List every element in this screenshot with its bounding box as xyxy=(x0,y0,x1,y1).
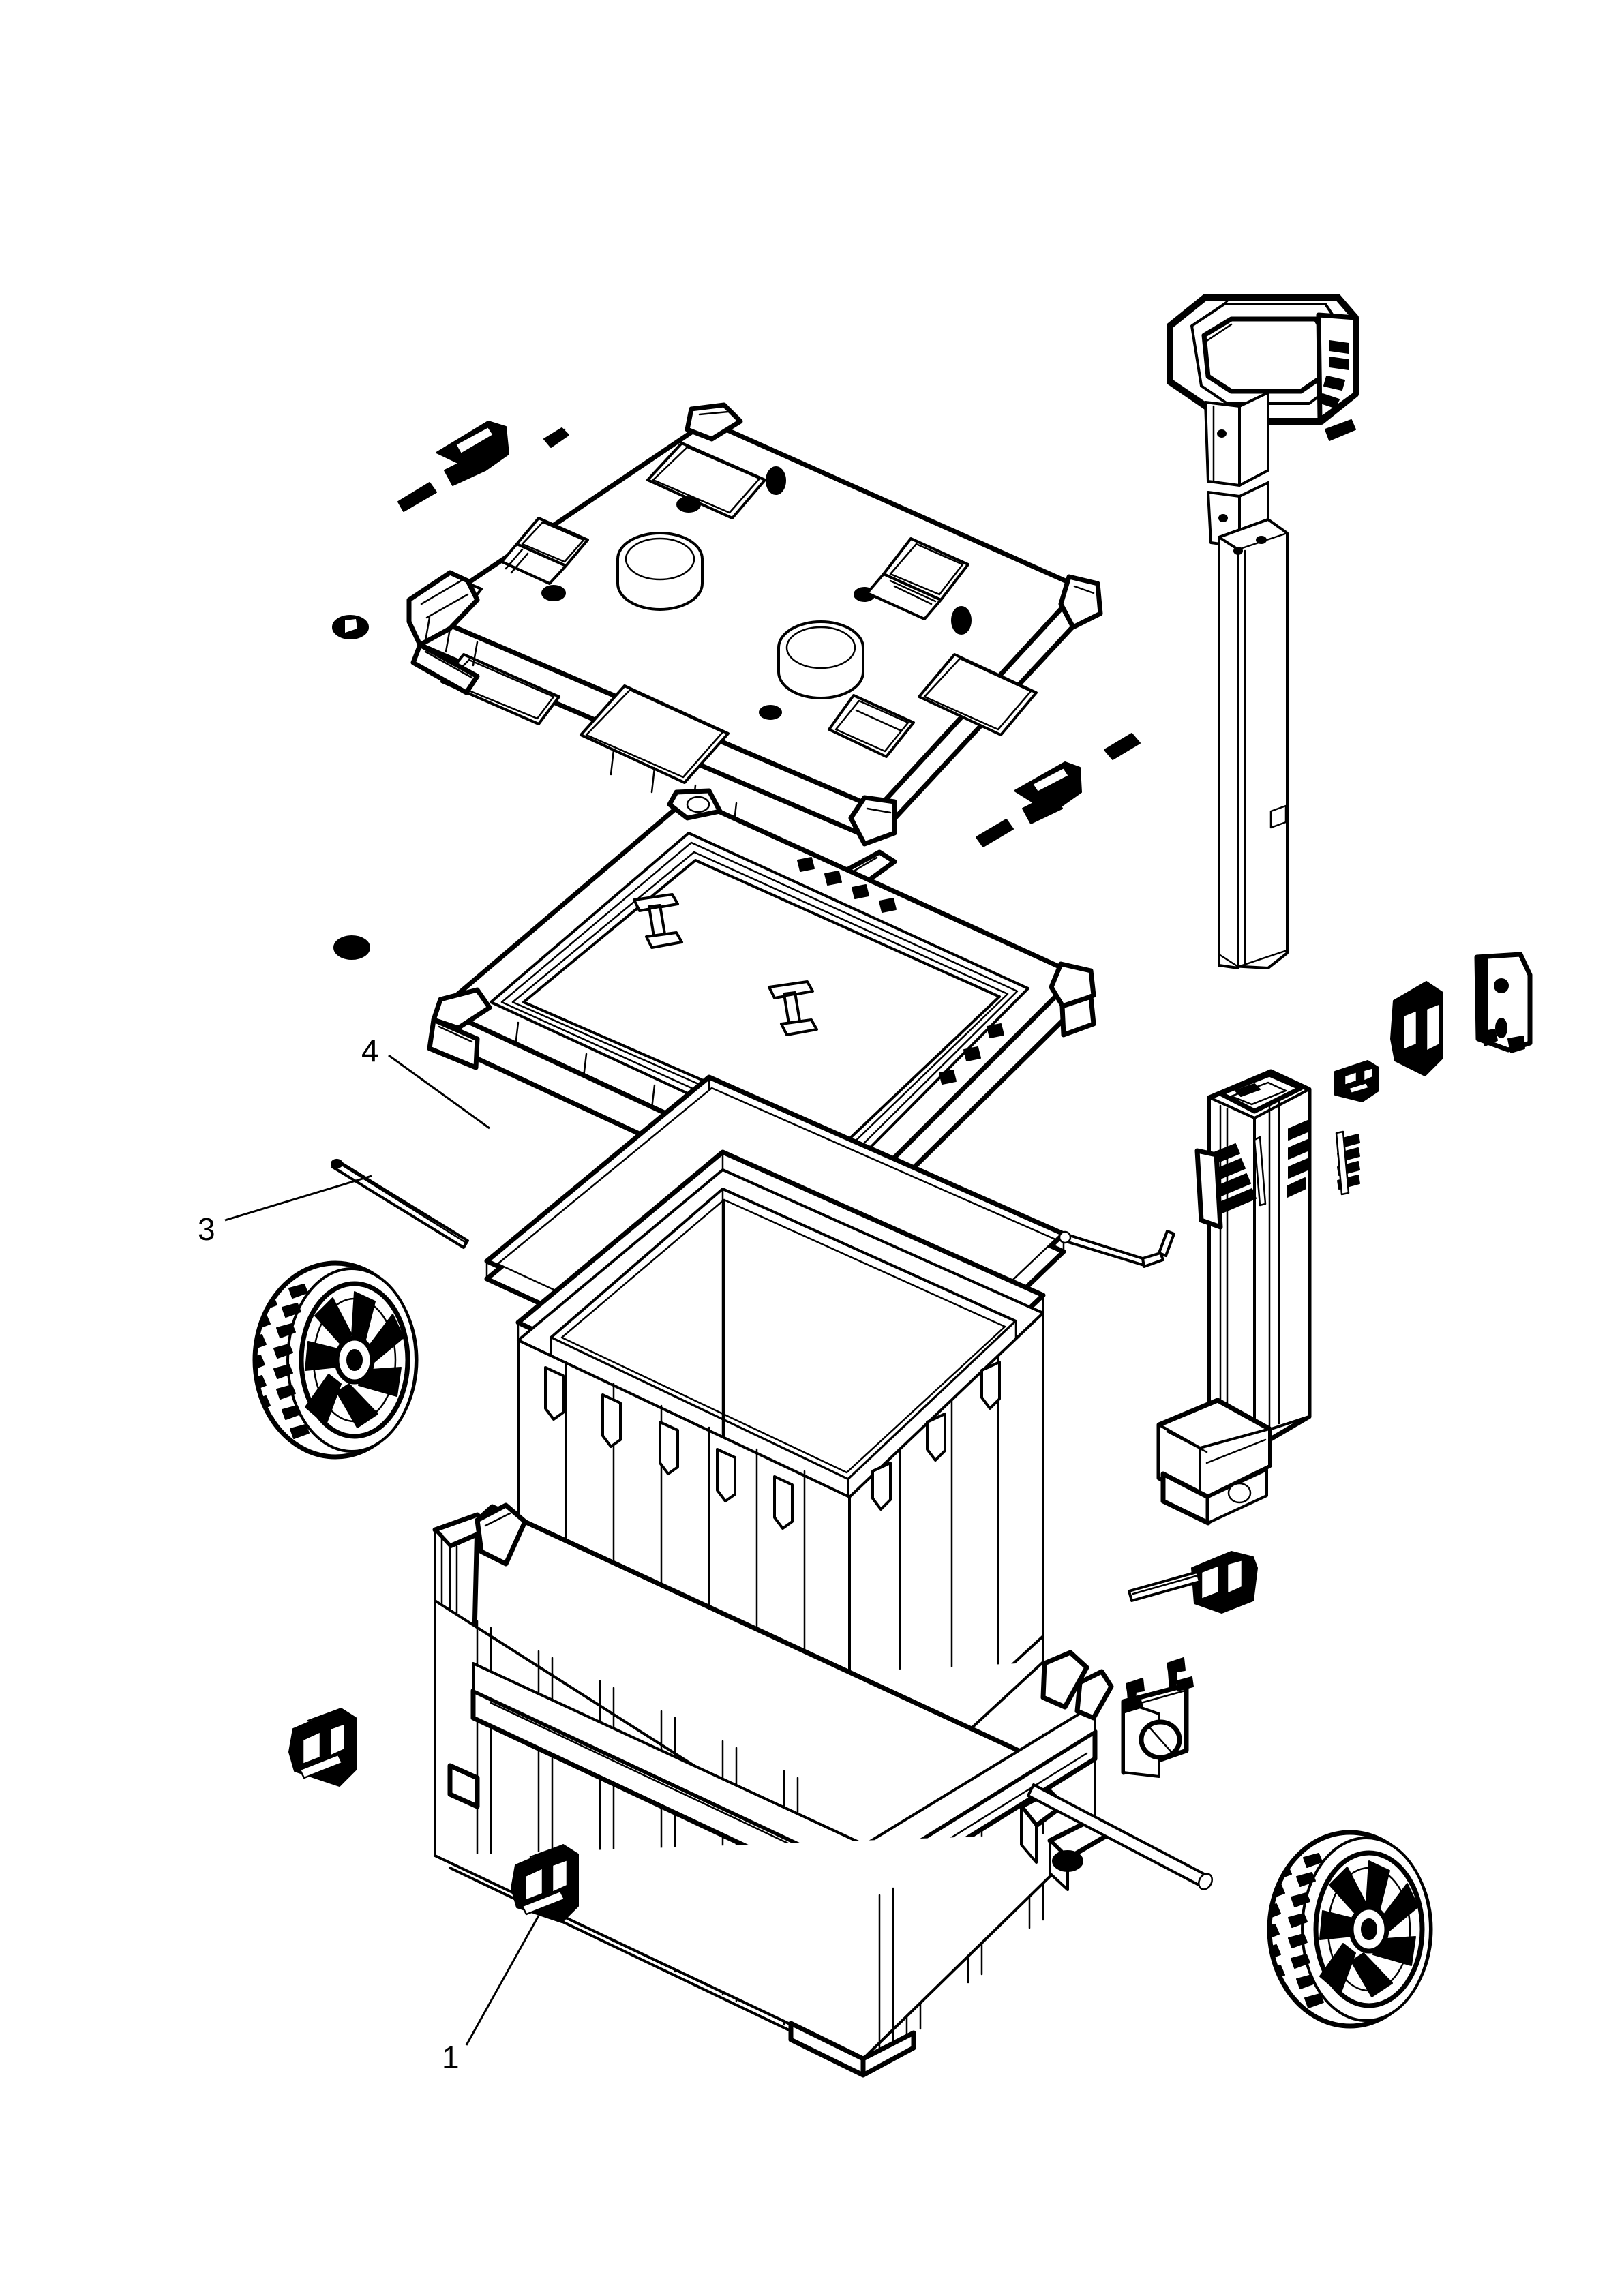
upper-handle-tube-group xyxy=(1218,518,1289,969)
leader-line-3 xyxy=(224,1175,372,1222)
handle-bracket-small-group xyxy=(1390,981,1443,1076)
lid-boss-a xyxy=(633,893,683,949)
wheel-left-group xyxy=(252,1260,419,1460)
lid-boss-b xyxy=(768,980,818,1036)
leader-line-4 xyxy=(388,1054,490,1130)
callout-number-3: 3 xyxy=(198,1211,215,1247)
handle-cover-plate-group xyxy=(1474,952,1533,1053)
lid-latch-clip-group xyxy=(511,1844,579,1923)
lid-hinge-hardware-right-group xyxy=(976,733,1141,847)
hinge-rod-group xyxy=(331,1159,469,1249)
handle-grip-group xyxy=(1167,294,1359,548)
top-lid-panel-group xyxy=(406,402,1103,935)
axle-hardware-group xyxy=(1027,1657,1213,1890)
inner-tote-group xyxy=(515,1149,1046,1842)
callout-number-1: 1 xyxy=(442,2040,460,2075)
lower-handle-tube-group xyxy=(1058,1069,1312,1526)
leader-line-1 xyxy=(465,1915,540,2046)
lid-hinge-hardware-group xyxy=(332,421,569,960)
handle-spring-inline xyxy=(1194,1136,1267,1230)
handle-release-button-group xyxy=(1334,1060,1379,1102)
handle-spring-group xyxy=(1335,1130,1360,1196)
handle-foot-bracket-group xyxy=(1128,1551,1258,1614)
main-box-body-group xyxy=(432,1502,1114,2078)
callout-number-4: 4 xyxy=(361,1033,379,1068)
wheel-right-group xyxy=(1267,1830,1433,2029)
callout-leaders xyxy=(224,1054,540,2046)
lid-latch-clip-left-group xyxy=(288,1708,357,1787)
